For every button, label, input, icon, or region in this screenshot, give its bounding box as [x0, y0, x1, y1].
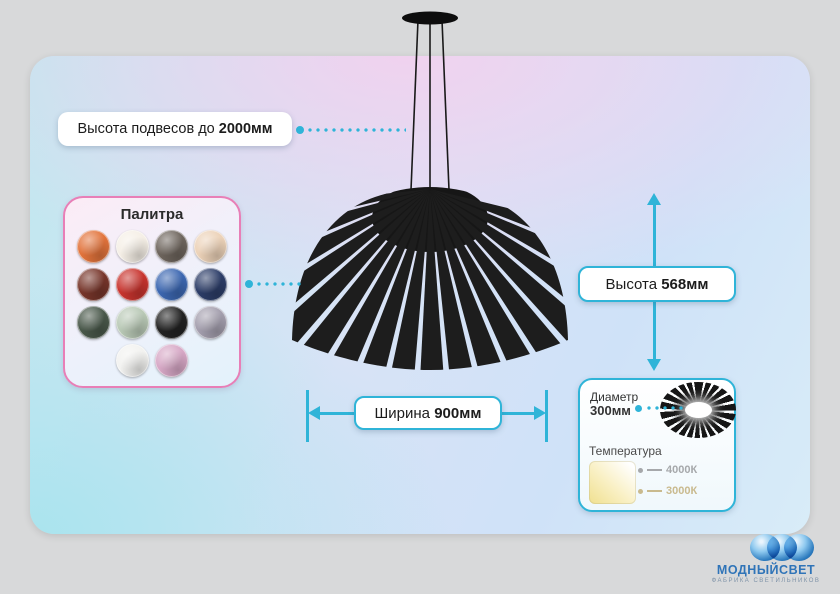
logo-ellipses-icon [750, 534, 816, 562]
arrow-down-icon [647, 359, 661, 371]
temperature-value: 4000К [666, 464, 698, 476]
temperature-option: 3000К [638, 485, 697, 497]
arrow-right-icon [534, 406, 546, 420]
logo-title: МОДНЫЙСВЕТ [716, 563, 816, 577]
width-dimension-tick-right [545, 390, 548, 442]
suspension-wire [441, 19, 450, 191]
palette-swatch [77, 268, 110, 301]
lamp-fin [292, 189, 430, 357]
lamp-fin [430, 189, 529, 370]
palette-swatch [116, 230, 149, 263]
palette-swatch [116, 344, 149, 377]
palette-swatch [77, 306, 110, 339]
width-label: Ширина 900мм [354, 396, 502, 430]
lamp-fin [430, 189, 490, 370]
palette-swatch [155, 230, 188, 263]
width-dimension-tick-left [306, 390, 309, 442]
suspension-connector-dot [296, 126, 304, 134]
lamp-fin [292, 189, 430, 324]
palette-connector-line [255, 282, 301, 286]
temperature-options: 4000К 3000К [638, 464, 697, 497]
temperature-value: 3000К [666, 485, 698, 497]
lamp-shade-fins [292, 187, 568, 370]
diameter-value: 300мм [590, 403, 631, 418]
palette-swatch [155, 268, 188, 301]
lamp-fin [375, 189, 430, 370]
diameter-text: Диаметр [590, 390, 639, 404]
palette-swatch [155, 306, 188, 339]
height-label: Высота 568мм [578, 266, 736, 302]
palette-swatch [116, 268, 149, 301]
suspension-height-label: Высота подвесов до 2000мм [58, 112, 292, 146]
arrow-left-icon [308, 406, 320, 420]
diameter-connector-dot [635, 405, 642, 412]
palette-swatch [194, 230, 227, 263]
palette-panel: Палитра [63, 196, 241, 388]
height-text: Высота [605, 275, 662, 293]
lamp-fin [430, 189, 568, 370]
logo-subtitle: ФАБРИКА СВЕТИЛЬНИКОВ [711, 578, 821, 584]
palette-swatch [194, 268, 227, 301]
width-value: 900мм [434, 404, 482, 422]
lamp-fin [416, 189, 449, 370]
suspension-connector-line [306, 128, 406, 132]
palette-swatch [155, 344, 188, 377]
palette-connector-dot [245, 280, 253, 288]
lamp-light-center [685, 402, 712, 418]
palette-title: Палитра [120, 206, 184, 223]
temperature-pointer-line [647, 490, 662, 492]
suspension-wire [410, 19, 419, 191]
palette-swatch [194, 306, 227, 339]
lamp-fin [336, 189, 430, 370]
lamp-fin [292, 189, 430, 370]
temperature-dot-icon [638, 488, 643, 494]
suspension-height-value: 2000мм [218, 121, 273, 137]
palette-swatch-grid [65, 223, 239, 384]
height-value: 568мм [661, 275, 709, 293]
temperature-gradient-swatch [589, 461, 636, 504]
lamp-bottom-view [660, 382, 736, 438]
lamp-fin [430, 189, 568, 353]
palette-swatch [77, 230, 110, 263]
palette-swatch [116, 306, 149, 339]
width-text: Ширина [374, 404, 435, 422]
ceiling-canopy [402, 11, 458, 25]
temperature-title: Температура [589, 444, 662, 458]
suspension-height-text: Высота подвесов до [77, 121, 219, 137]
arrow-up-icon [647, 193, 661, 205]
temperature-pointer-line [647, 469, 662, 471]
brand-logo: МОДНЫЙСВЕТ ФАБРИКА СВЕТИЛЬНИКОВ [706, 532, 826, 588]
pendant-lamp [292, 11, 568, 370]
temperature-dot-icon [638, 467, 643, 473]
diameter-connector-line [645, 406, 687, 410]
temperature-option: 4000К [638, 464, 697, 476]
